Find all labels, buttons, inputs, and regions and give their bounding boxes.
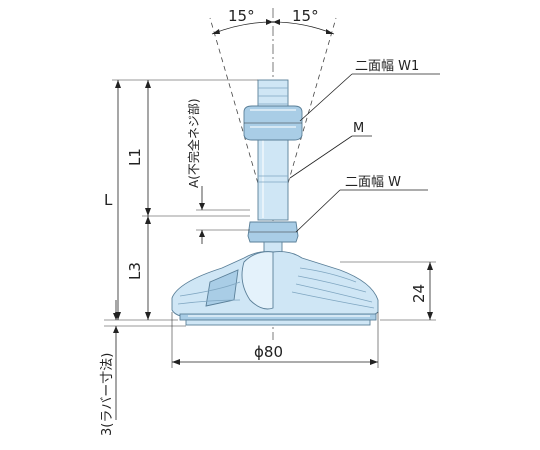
dim-l1-label: L1 — [126, 148, 144, 166]
stud-bolt — [257, 79, 289, 221]
dim-24-label: 24 — [410, 284, 428, 303]
height-24-dimension: 24 — [340, 261, 436, 321]
hex-base-w — [247, 221, 299, 253]
dim-rubber-label: 3(ラバー寸法) — [100, 353, 115, 436]
callout-m-label: M — [353, 121, 364, 136]
dim-l3-label: L3 — [126, 262, 144, 280]
base-pad — [171, 251, 379, 326]
vertical-dimensions: L L1 L3 A(不完全ネジ部) 3(ラバー寸法) — [100, 79, 258, 436]
dim-l-label: L — [104, 191, 113, 209]
hex-nut-w1 — [243, 105, 303, 141]
callout-w-label: 二面幅 W — [345, 175, 401, 190]
dim-a-label: A(不完全ネジ部) — [186, 98, 201, 188]
angle-right-label: 15° — [292, 7, 319, 25]
callout-leaders: 二面幅 W1 M 二面幅 W — [289, 59, 440, 233]
callout-w1-label: 二面幅 W1 — [355, 59, 419, 74]
dim-phi80-label: ϕ80 — [254, 343, 283, 361]
diameter-dimension: ϕ80 — [171, 312, 379, 368]
angle-left-label: 15° — [228, 7, 255, 25]
